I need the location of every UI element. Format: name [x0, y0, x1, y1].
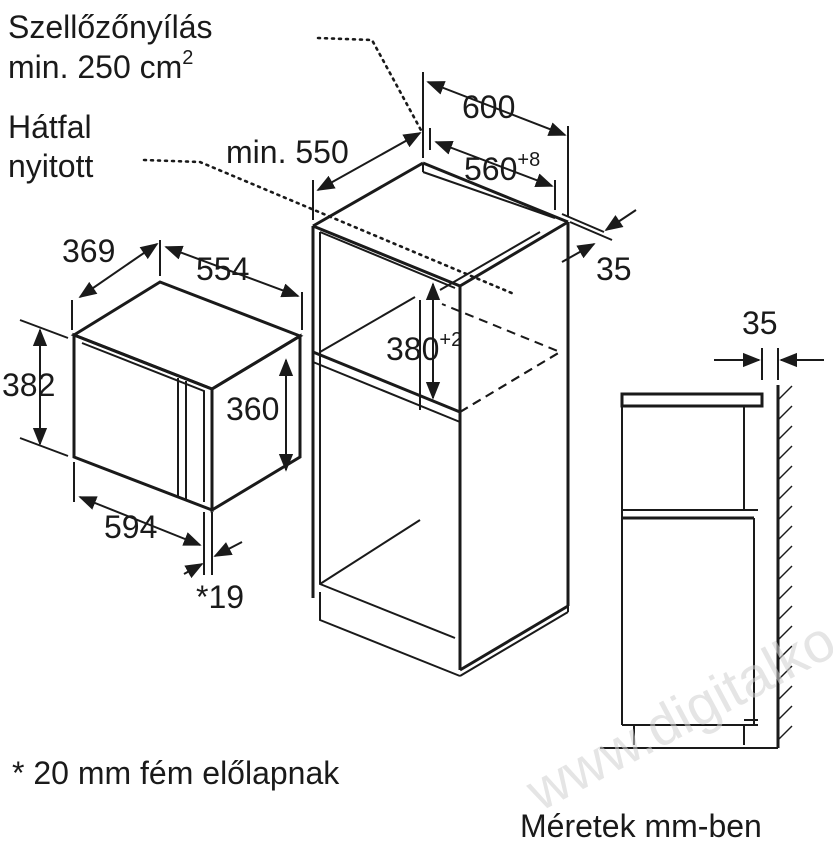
microwave-side	[210, 333, 302, 513]
microwave-door-frame	[81, 342, 205, 502]
dim-369-label: 369	[62, 233, 115, 269]
dim-19-arrow-left	[183, 563, 204, 579]
dim-600-line	[426, 81, 567, 136]
microwave-dimensions	[19, 240, 303, 579]
dim-554-line	[164, 245, 300, 298]
microwave-top	[70, 280, 304, 391]
cabinet-dimensions	[312, 72, 637, 400]
dim-35-top-label: 35	[596, 251, 632, 287]
dim-360-label: 360	[226, 391, 279, 427]
cabinet-plinth	[319, 592, 461, 677]
dim-35-top-arrow1	[604, 209, 637, 231]
top-panel	[620, 392, 764, 408]
dim-19-label: *19	[196, 579, 244, 615]
dim-min550-line	[316, 132, 422, 191]
footnote-text: * 20 mm fém előlapnak	[12, 755, 340, 791]
side-section-drawing	[600, 348, 824, 749]
dim-382-label: 382	[2, 367, 55, 403]
microwave-drawing	[70, 280, 304, 513]
vent-leader	[316, 36, 424, 134]
dim-35-side-label: 35	[742, 305, 778, 341]
shelf-front	[312, 350, 461, 414]
dim-560-line	[434, 141, 554, 187]
dim-594-line	[78, 496, 202, 546]
backwall-leader	[142, 158, 516, 296]
dim-369-line	[78, 242, 159, 299]
backwall-label-line2: nyitott	[8, 148, 93, 184]
dim-35-top-arrow2	[561, 243, 596, 263]
units-note: Méretek mm-ben	[520, 808, 762, 844]
dim-600-label: 600	[462, 89, 515, 125]
cabinet-drawing	[311, 161, 570, 677]
leader-lines	[142, 36, 516, 296]
dim-min550-label: min. 550	[226, 134, 349, 170]
vent-label-line1: Szellőzőnyílás	[8, 9, 213, 45]
shelf-back-edge	[319, 296, 416, 353]
dim-380-label: 380+2	[386, 329, 462, 367]
vent-label-line2: min. 250 cm2	[8, 47, 193, 85]
cabinet-inner-left	[319, 232, 456, 639]
dim-560-label: 560+8	[464, 149, 540, 187]
dim-554-label: 554	[196, 251, 249, 287]
dim-594-label: 594	[104, 509, 157, 545]
backwall-label-line1: Hátfal	[8, 109, 92, 145]
wall-hatching	[777, 385, 793, 741]
dim-19-arrow-right	[213, 541, 243, 557]
